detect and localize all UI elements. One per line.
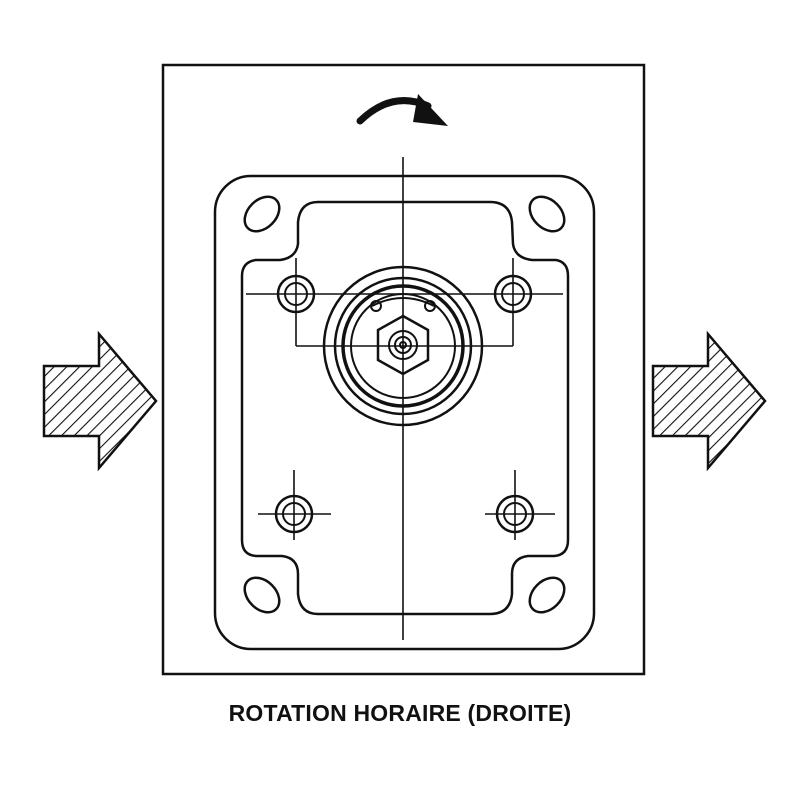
outer-frame	[161, 63, 646, 676]
rotation-arrow-icon	[356, 94, 448, 126]
flange-inner-profile	[240, 200, 570, 616]
mounting-slot	[528, 195, 566, 233]
flange-outer	[213, 174, 596, 651]
outlet-arrow-icon	[651, 330, 767, 472]
diagram-caption: ROTATION HORAIRE (DROITE)	[228, 700, 572, 726]
bolt-hole	[276, 274, 316, 314]
bolt-hole	[495, 494, 535, 534]
mounting-slot	[243, 195, 281, 233]
bolt-hole	[493, 274, 533, 314]
mounting-slot	[528, 576, 566, 614]
mounting-slot	[243, 576, 281, 614]
shaft-assembly	[322, 265, 484, 427]
inlet-arrow-icon	[42, 330, 158, 472]
bolt-hole	[274, 494, 314, 534]
